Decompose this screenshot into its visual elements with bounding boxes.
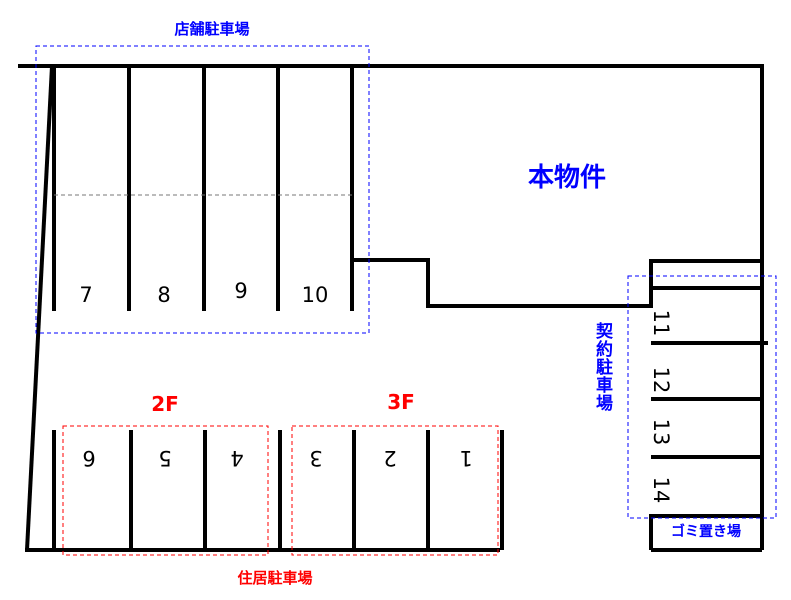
contract-parking-label: 契約駐車場 [592,321,614,412]
garbage-area-label: ゴミ置き場 [671,523,741,540]
contract-parking-dashed-box [627,275,777,519]
left-slanted-boundary-line [25,65,54,551]
space-number-7: 7 [79,283,92,307]
floor-2f-label: 2F [151,392,179,416]
space-number-2: 2 [383,446,396,470]
space-number-5: 5 [158,446,171,470]
space-number-9: 9 [234,279,247,303]
store-parking-dashed-box [35,45,370,334]
floor-2f-dashed-box [62,425,269,556]
space-number-13: 13 [649,419,673,446]
space-number-11: 11 [649,310,673,337]
contract-parking-dividers [651,341,768,459]
space-number-4: 4 [230,446,243,470]
space-number-1: 1 [459,446,472,470]
space-number-6: 6 [82,446,95,470]
residence-parking-label: 住居駐車場 [237,569,312,587]
space-number-14: 14 [649,477,673,504]
floor-3f-dashed-box [291,425,499,556]
store-parking-label: 店舗駐車場 [174,20,249,38]
property-label: 本物件 [528,163,606,193]
store-parking-dividers [52,66,354,311]
garbage-area-outline [649,514,762,550]
space-number-10: 10 [302,283,329,307]
space-number-12: 12 [649,367,673,394]
floor-3f-label: 3F [387,390,415,414]
space-number-3: 3 [309,446,322,470]
space-number-8: 8 [157,283,170,307]
residence-parking-dividers [52,430,504,550]
